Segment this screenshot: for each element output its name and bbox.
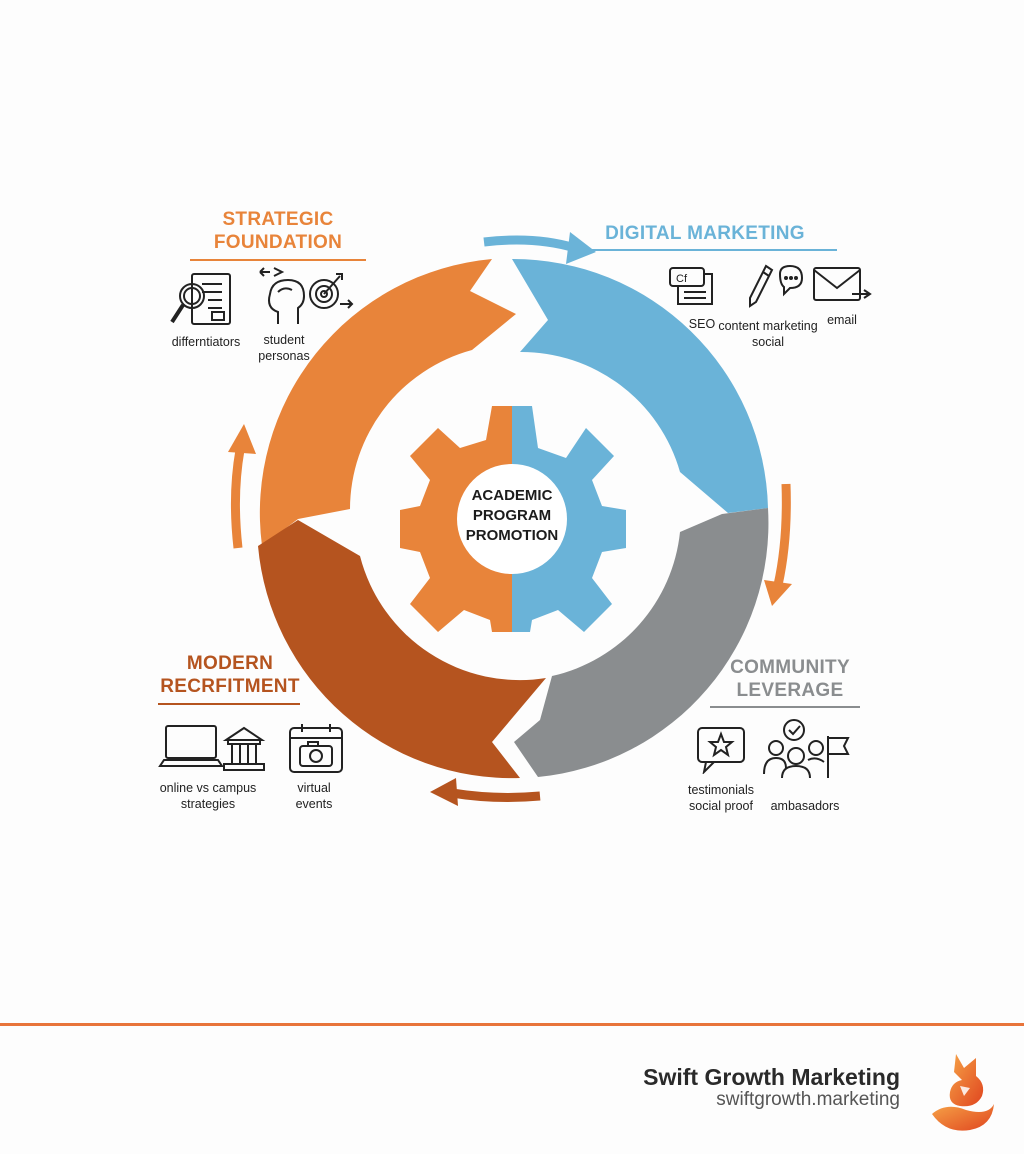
- fox-logo-icon: [926, 1050, 998, 1134]
- modern-recruitment-underline: [158, 703, 300, 705]
- item-virtual-events: virtual events: [295, 781, 333, 811]
- segment-digital-marketing: [512, 258, 768, 513]
- outer-arrow-bottom: [451, 788, 541, 802]
- center-label: ACADEMIC PROGRAM PROMOTION: [465, 487, 559, 544]
- star-chat-icon: [694, 724, 750, 774]
- outer-arrowhead-top: [566, 232, 596, 264]
- item-seo: SEO: [688, 317, 716, 331]
- envelope-icon: [812, 266, 876, 306]
- item-email: email: [827, 313, 857, 327]
- seo-document-icon: Cf: [668, 264, 720, 308]
- laptop-campus-icon: [158, 722, 268, 774]
- footer-divider: [0, 1023, 1024, 1026]
- head-target-icon: [256, 264, 356, 330]
- magnifier-document-icon: [168, 270, 236, 330]
- pen-chat-icon: [746, 262, 806, 308]
- svg-text:Cf: Cf: [676, 273, 688, 285]
- item-testimonials-social-proof: testimonials social proof: [688, 783, 754, 813]
- digital-marketing-underline: [592, 249, 837, 251]
- item-online-vs-campus-strategies: online vs campus strategies: [159, 781, 257, 811]
- modern-recruitment-title: MODERN RECRFITMENT: [160, 653, 300, 697]
- community-leverage-title: COMMUNITY LEVERAGE: [730, 657, 850, 701]
- outer-arrowhead-left: [228, 424, 256, 454]
- brand-name: Swift Growth Marketing: [643, 1064, 900, 1090]
- strategic-foundation-underline: [190, 259, 366, 261]
- outer-arrowhead-bottom: [430, 778, 458, 806]
- center-gear: [400, 406, 626, 632]
- item-differentiators: differntiators: [171, 335, 241, 349]
- item-content-marketing-social: content marketing social: [718, 319, 818, 349]
- outer-arrow-top: [483, 235, 577, 253]
- outer-arrowhead-right: [764, 580, 792, 606]
- segment-strategic-foundation: [259, 259, 516, 546]
- strategic-foundation-title: STRATEGIC FOUNDATION: [213, 209, 343, 253]
- digital-marketing-title: DIGITAL MARKETING: [605, 223, 805, 244]
- outer-arrow-right: [773, 483, 791, 586]
- community-leverage-underline: [710, 706, 860, 708]
- brand-url: swiftgrowth.marketing: [716, 1089, 900, 1110]
- segment-modern-recruitment: [258, 520, 546, 779]
- item-student-personas: student personas: [258, 333, 310, 363]
- segment-community-leverage: [514, 508, 769, 777]
- item-ambassadors: ambasadors: [770, 799, 840, 813]
- outer-arrow-left: [230, 449, 245, 549]
- calendar-camera-icon: [286, 722, 346, 776]
- people-flag-icon: [762, 716, 852, 780]
